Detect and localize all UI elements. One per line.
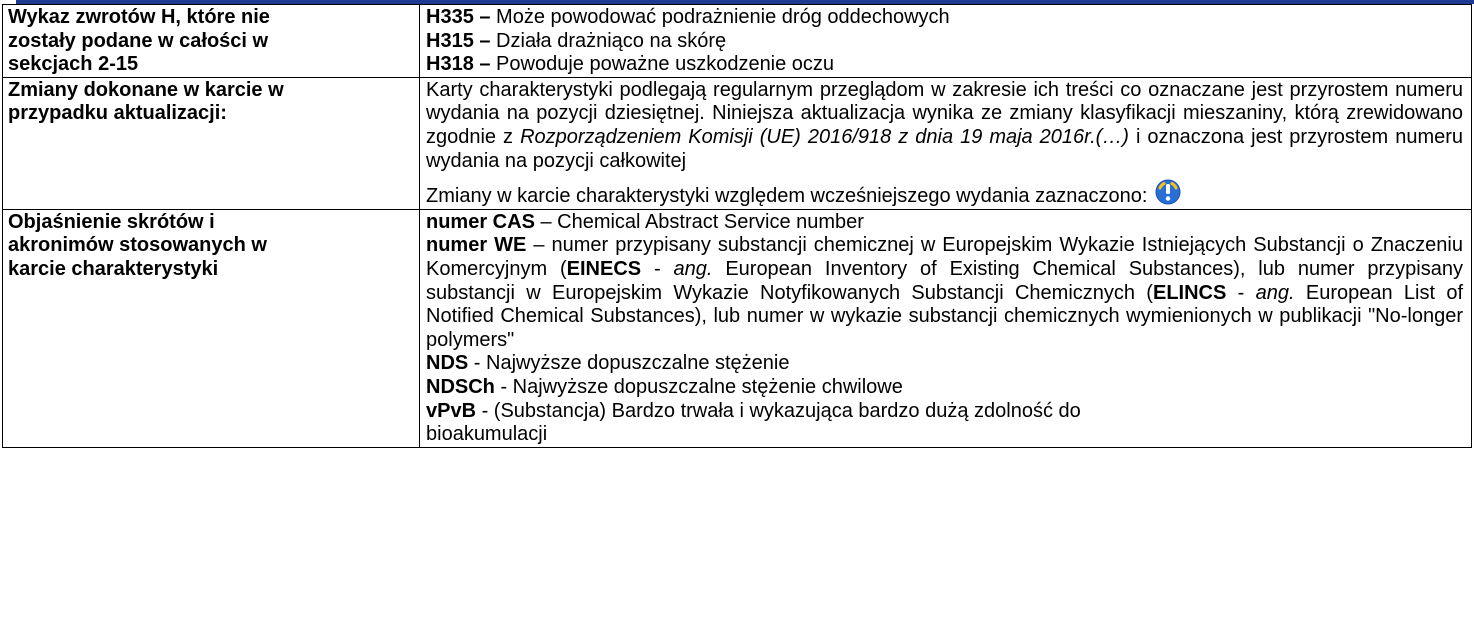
abbreviation-term: NDS — [426, 352, 469, 375]
abbreviation-ndsch: NDSCh - Najwyższe dopuszczalne stężenie … — [426, 376, 1463, 400]
einecs-acronym: EINECS — [566, 257, 642, 280]
english-marker: ang. — [1255, 281, 1295, 304]
abbreviation-definition: - Najwyższe dopuszczalne stężenie — [468, 352, 790, 375]
h-phrase-text: Działa drażniąco na skórę — [490, 29, 727, 52]
abbreviations-label-line-2: akronimów stosowanych w — [8, 234, 267, 257]
update-changes-label: Zmiany dokonane w karcie w przypadku akt… — [2, 76, 420, 210]
abbreviation-term: numer WE — [426, 234, 527, 257]
update-changes-label-line-1: Zmiany dokonane w karcie w — [8, 78, 284, 101]
abbreviation-term: NDSCh — [426, 375, 495, 398]
abbreviation-vpvb: vPvB - (Substancja) Bardzo trwała i wyka… — [426, 400, 1463, 424]
table-row-update-changes: Zmiany dokonane w karcie w przypadku akt… — [2, 76, 1472, 210]
update-changes-content: Karty charakterystyki podlegają regularn… — [419, 76, 1472, 210]
changes-marker-note: Zmiany w karcie charakterystyki względem… — [426, 179, 1463, 209]
exclamation-marker-icon — [1155, 179, 1181, 205]
h-phrases-label-line-1: Wykaz zwrotów H, które nie — [8, 6, 270, 28]
h-phrase-item: H318 – Powoduje poważne uszkodzenie oczu — [426, 53, 1463, 77]
abbreviation-definition: European Inventory of Existing Chemical … — [426, 257, 1463, 304]
abbreviation-definition-continued: bioakumulacji — [426, 423, 548, 446]
abbreviation-cas: numer CAS – Chemical Abstract Service nu… — [426, 211, 1463, 235]
abbreviation-definition: – numer przypisany substancji chemicznej… — [426, 234, 1463, 280]
h-phrases-content: H335 – Może powodować podrażnienie dróg … — [419, 4, 1472, 78]
h-phrase-text: Powoduje poważne uszkodzenie oczu — [490, 53, 835, 76]
abbreviation-term: vPvB — [426, 399, 477, 422]
abbreviations-label-line-1: Objaśnienie skrótów i — [8, 210, 215, 233]
abbreviation-definition: – Chemical Abstract Service number — [534, 210, 864, 233]
update-description-paragraph: Karty charakterystyki podlegają regularn… — [426, 79, 1463, 173]
update-description-text-2: i oznaczona jest przyrostem numeru wydan… — [426, 125, 1464, 172]
h-phrase-code: H315 – — [426, 29, 491, 52]
table-row-h-phrases: Wykaz zwrotów H, które nie zostały podan… — [2, 4, 1472, 78]
header-accent-notch — [0, 0, 16, 4]
h-phrase-code: H335 – — [426, 6, 491, 28]
elincs-acronym: ELINCS — [1152, 281, 1227, 304]
h-phrases-label: Wykaz zwrotów H, które nie zostały podan… — [2, 4, 420, 78]
sds-section-16-table: Wykaz zwrotów H, które nie zostały podan… — [2, 4, 1472, 448]
h-phrases-label-line-3: sekcjach 2-15 — [8, 53, 139, 76]
abbreviation-definition: European List of Notified Chemical Subst… — [426, 281, 1464, 351]
english-marker: ang. — [673, 257, 713, 280]
update-changes-label-line-2: przypadku aktualizacji: — [8, 102, 227, 125]
table-row-abbreviations: Objaśnienie skrótów i akronimów stosowan… — [2, 208, 1472, 448]
abbreviation-we: numer WE – numer przypisany substancji c… — [426, 234, 1463, 352]
h-phrase-item: H315 – Działa drażniąco na skórę — [426, 30, 1463, 54]
abbreviations-content: numer CAS – Chemical Abstract Service nu… — [419, 208, 1472, 448]
changes-marker-text: Zmiany w karcie charakterystyki względem… — [426, 185, 1148, 208]
separator: - — [641, 257, 674, 280]
h-phrase-code: H318 – — [426, 53, 491, 76]
h-phrase-item: H335 – Może powodować podrażnienie dróg … — [426, 6, 1463, 30]
abbreviations-label: Objaśnienie skrótów i akronimów stosowan… — [2, 208, 420, 448]
header-accent-bar — [0, 0, 1474, 4]
abbreviations-label-line-3: karcie charakterystyki — [8, 257, 219, 280]
h-phrase-text: Może powodować podrażnienie dróg oddecho… — [490, 6, 950, 28]
abbreviation-nds: NDS - Najwyższe dopuszczalne stężenie — [426, 352, 1463, 376]
update-description-text-1: Karty charakterystyki podlegają regularn… — [426, 78, 1463, 148]
regulation-reference: Rozporządzeniem Komisji (UE) 2016/918 z … — [520, 125, 1129, 148]
h-phrases-label-line-2: zostały podane w całości w — [8, 29, 269, 52]
abbreviation-definition: - Najwyższe dopuszczalne stężenie chwilo… — [494, 375, 903, 398]
separator: - — [1226, 281, 1256, 304]
abbreviation-definition: - (Substancja) Bardzo trwała i wykazując… — [476, 399, 1081, 422]
abbreviation-term: numer CAS — [426, 210, 535, 233]
